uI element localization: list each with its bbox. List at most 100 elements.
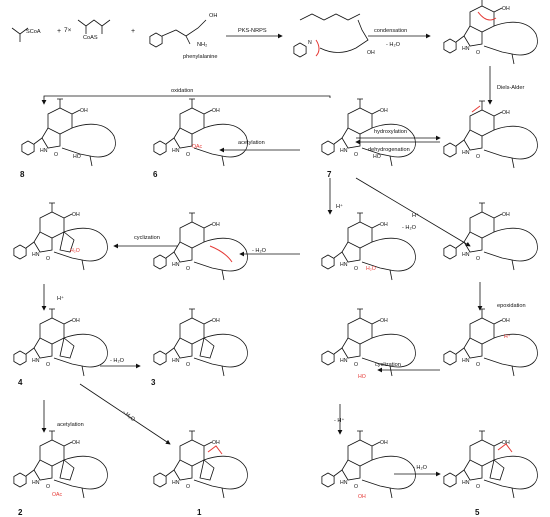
intermediate-h2o-carbonyl-o: O xyxy=(46,256,50,262)
intermediate-diene-cyclohexane-ring xyxy=(469,211,495,239)
compound-8-benzyl-bond xyxy=(33,137,43,145)
intermediate-epoxide-opened-lactam-ring xyxy=(341,337,361,359)
malonyl-coa-label: CoAS xyxy=(83,35,98,41)
phenylalanine-chain xyxy=(161,19,207,45)
intermediate-protonated-methyl-bond xyxy=(389,269,393,281)
intermediate-h2o-macrocycle xyxy=(53,227,108,262)
compound-number-3: 3 xyxy=(151,378,156,387)
intermediate-epoxide-opened-oh-bond xyxy=(371,319,381,325)
intermediate-protonated-macrocycle xyxy=(361,237,416,272)
compound-number-6: 6 xyxy=(153,170,158,179)
intermediate-protonated-carbonyl-o: O xyxy=(354,266,358,272)
compound-1-methyl-bond xyxy=(221,487,225,499)
intermediate-protonated-exo-methylene xyxy=(357,212,363,222)
condensed-intermediate-benzene-ring xyxy=(443,38,457,54)
diels-alder-adduct-lactam-ring xyxy=(463,129,483,151)
compound-3-hn-label: HN xyxy=(172,358,180,364)
intermediate-cation-hn-label: HN xyxy=(172,262,180,268)
diels-alder-adduct-oh-bond xyxy=(493,111,503,117)
phenylalanine-oh: OH xyxy=(209,13,218,19)
compound-1-macrocycle xyxy=(193,455,248,490)
compound-2-extra-label: OAc xyxy=(52,492,62,498)
intermediate-h2o-lactam-ring xyxy=(33,231,53,253)
compound-2-lactam-ring xyxy=(33,459,53,481)
compound-8-lactam-ring xyxy=(41,127,61,149)
step-condensation: condensation xyxy=(374,28,408,34)
compound-5-lactam-ring xyxy=(463,459,483,481)
compound-7-cyclohexane-ring xyxy=(347,107,373,135)
condensed-intermediate-benzyl-bond xyxy=(455,35,465,43)
compound-number-8: 8 xyxy=(20,170,25,179)
compound-4-hn-label: HN xyxy=(32,358,40,364)
compound-4-oh-bond xyxy=(63,319,73,325)
phenylalanine-nh2: NH₂ xyxy=(197,42,208,48)
pk-oh-label: OH xyxy=(367,50,375,56)
compound-8-exo-methylene xyxy=(57,98,63,108)
diels-alder-adduct-benzyl-bond xyxy=(455,139,465,147)
step-water-diag: - H₂O xyxy=(402,225,416,231)
compound-3-oh-label: OH xyxy=(212,318,220,324)
intermediate-final-extra-label: OH xyxy=(358,494,366,500)
intermediate-cation-cyclohexane-ring xyxy=(179,221,205,249)
compound-5-hn-label: HN xyxy=(462,480,470,486)
condensed-intermediate-macrocycle xyxy=(483,21,538,56)
compound-4-methyl-bond xyxy=(81,365,85,377)
compound-5-benzene-ring xyxy=(443,472,457,488)
step-condensation-water: - H₂O xyxy=(386,42,400,48)
compound-8-oh-label: OH xyxy=(80,108,88,114)
compound-3-lactam-ring xyxy=(173,337,193,359)
compound-number-7: 7 xyxy=(327,170,332,179)
compound-7-oh-bond xyxy=(371,109,381,115)
step-acetylation-top: acetylation xyxy=(238,140,265,146)
step-water-mid: - H₂O xyxy=(252,248,266,254)
compound-7-carbonyl-o: O xyxy=(354,152,358,158)
intermediate-diene-hn-label: HN xyxy=(462,252,470,258)
intermediate-h2o-new-ring xyxy=(59,231,75,253)
compound-7-methyl-bond xyxy=(389,155,393,167)
diels-alder-adduct-macrocycle xyxy=(483,125,538,160)
intermediate-protonated-benzyl-bond xyxy=(333,251,343,259)
condensed-intermediate-hn-label: HN xyxy=(462,46,470,52)
compound-2-benzyl-bond xyxy=(25,469,35,477)
intermediate-epoxide-extra-label: H⁺ xyxy=(504,334,511,340)
compound-2-hn-label: HN xyxy=(32,480,40,486)
intermediate-protonated-benzene-ring xyxy=(321,254,335,270)
condensed-intermediate-cyclohexane-ring xyxy=(469,5,495,33)
intermediate-h2o-hn-label: HN xyxy=(32,252,40,258)
intermediate-epoxide-opened-hn-label: HN xyxy=(340,358,348,364)
intermediate-epoxide-opened-macrocycle xyxy=(361,333,416,368)
compound-8-benzene-ring xyxy=(21,140,35,156)
compound-8-hn-label: HN xyxy=(40,148,48,154)
diels-alder-adduct-oh-label: OH xyxy=(502,110,510,116)
intermediate-diene-macrocycle xyxy=(483,227,538,262)
intermediate-epoxide-opened-benzene-ring xyxy=(321,350,335,366)
compound-4-exo-methylene xyxy=(49,308,55,318)
compound-2-new-ring xyxy=(59,459,75,481)
pk-benzene-ring xyxy=(293,42,307,58)
compound-7-benzyl-bond xyxy=(333,137,343,145)
compound-2-exo-methylene xyxy=(49,430,55,440)
compound-1-exo-methylene xyxy=(189,430,195,440)
intermediate-h2o-benzyl-bond xyxy=(25,241,35,249)
intermediate-final-benzyl-bond xyxy=(333,469,343,477)
intermediate-diene-carbonyl-o: O xyxy=(476,256,480,262)
compound-5-methyl-bond xyxy=(511,487,515,499)
compound-4-new-ring xyxy=(59,337,75,359)
compound-8-macrocycle xyxy=(61,123,116,158)
acetyl-coa-label: SCoA xyxy=(26,29,41,35)
intermediate-cation-carbonyl-o: O xyxy=(186,266,190,272)
intermediate-protonated-lactam-ring xyxy=(341,241,361,263)
compound-1-benzene-ring xyxy=(153,472,167,488)
condensed-intermediate-lactam-ring xyxy=(463,25,483,47)
intermediate-final-oh-label: OH xyxy=(380,440,388,446)
diels-alder-adduct-highlight xyxy=(471,105,481,113)
intermediate-epoxide-benzene-ring xyxy=(443,350,457,366)
compound-2-carbonyl-o: O xyxy=(46,484,50,490)
intermediate-epoxide-opened-exo-methylene xyxy=(357,308,363,318)
compound-6-oh-label: OH xyxy=(212,108,220,114)
compound-5-macrocycle xyxy=(483,455,538,490)
compound-5-new-ring xyxy=(489,459,505,481)
intermediate-h2o-methyl-bond xyxy=(81,259,85,271)
compound-3-benzyl-bond xyxy=(165,347,175,355)
intermediate-cation-highlight xyxy=(209,245,233,263)
